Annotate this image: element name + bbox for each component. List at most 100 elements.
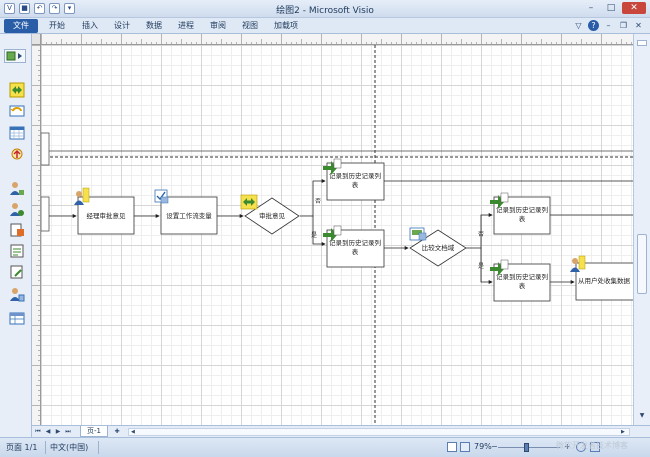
shape-approval-decision-label: 审批意见: [259, 211, 286, 220]
user-data-shape-icon[interactable]: [9, 286, 25, 302]
pan-zoom-icon[interactable]: [590, 442, 600, 452]
shape-log-history-3[interactable]: [493, 196, 551, 235]
full-screen-icon[interactable]: [447, 442, 457, 452]
split-handle[interactable]: [637, 40, 647, 46]
shape-log-history-2[interactable]: [326, 229, 385, 268]
status-separator: [45, 441, 46, 454]
form-shape-icon[interactable]: [9, 243, 25, 259]
branch-label-no-2: 否: [478, 231, 484, 238]
shape-set-workflow-variable[interactable]: [160, 196, 218, 235]
page-tab-1[interactable]: 页-1: [80, 426, 108, 437]
tab-addins[interactable]: 加载项: [274, 21, 298, 30]
shape-log-history-1[interactable]: [326, 162, 385, 201]
swimlane-stub-2: [41, 196, 50, 232]
user-task-icon: [74, 187, 90, 205]
tab-data[interactable]: 数据: [146, 21, 162, 30]
tab-insert[interactable]: 插入: [82, 21, 98, 30]
shape-manager-approval-label: 经理审批意见: [87, 211, 127, 220]
expand-arrow-icon[interactable]: [27, 38, 31, 48]
maximize-icon[interactable]: □: [606, 3, 616, 13]
calendar-shape-icon[interactable]: [9, 125, 25, 141]
shape-collect-data-from-user[interactable]: [575, 262, 633, 301]
swimlane-stub-1: [41, 132, 50, 166]
tab-design[interactable]: 设计: [114, 21, 130, 30]
last-page-icon[interactable]: ⏭: [65, 428, 71, 435]
tab-view[interactable]: 视图: [242, 21, 258, 30]
visio-logo-icon: V: [4, 3, 15, 14]
shape-log-history-1-label: 记录到历史记录列表: [329, 171, 381, 189]
zoom-slider-thumb[interactable]: [524, 443, 529, 452]
title-bar: V ■ ↶ ↷ ▾ 绘图2 - Microsoft Visio – □ ✕: [0, 0, 650, 18]
connector-compare-no[interactable]: [466, 213, 493, 249]
document-shape-icon[interactable]: [9, 222, 25, 238]
branch-label-yes-1: 是: [311, 232, 317, 239]
connector-decision-no[interactable]: [300, 179, 326, 217]
presentation-mode-icon[interactable]: [460, 442, 470, 452]
status-language[interactable]: 中文(中国): [50, 443, 89, 452]
shape-approval-decision[interactable]: [244, 197, 300, 235]
ruler-corner: [32, 34, 41, 45]
shape-log-history-4[interactable]: [493, 263, 551, 302]
log-history-4-icon: [490, 259, 509, 276]
save-icon[interactable]: ■: [19, 3, 30, 14]
horizontal-scrollbar[interactable]: ◀ ▶: [128, 428, 630, 436]
prev-page-icon[interactable]: ◀: [45, 428, 51, 435]
email-shape-icon[interactable]: [9, 264, 25, 280]
insert-page-icon[interactable]: ✚: [114, 428, 120, 435]
watermark-text: 微软开发者技术博客: [556, 441, 628, 450]
two-way-arrow-icon: [240, 194, 258, 210]
vertical-ruler: [32, 45, 41, 425]
zoom-out-icon[interactable]: −: [491, 442, 498, 451]
sync-shape-icon[interactable]: [9, 146, 25, 162]
log-history-1-icon: [323, 158, 342, 175]
page-tab-bar: ⏮ ◀ ▶ ⏭ 页-1 ✚ ◀ ▶: [32, 425, 650, 437]
next-page-icon[interactable]: ▶: [55, 428, 61, 435]
scroll-left-icon[interactable]: ◀: [131, 429, 135, 435]
zoom-level[interactable]: 79%: [474, 442, 492, 451]
log-history-2-icon: [323, 225, 342, 242]
ribbon-tab-bar: 文件 开始 插入 设计 数据 进程 审阅 视图 加载项 ▽ ? – ❐ ✕: [0, 18, 650, 34]
collect-data-icon: [570, 255, 586, 272]
status-bar: 页面 1/1 中文(中国) 79% − +: [0, 437, 650, 457]
zoom-in-icon[interactable]: +: [564, 442, 571, 451]
shape-set-workflow-variable-label: 设置工作流变量: [166, 211, 212, 220]
scroll-right-icon[interactable]: ▶: [621, 429, 625, 435]
workflow-variable-icon: [154, 189, 169, 204]
log-history-3-icon: [490, 192, 509, 209]
user-approve-shape-icon[interactable]: [9, 201, 25, 217]
user-task-shape-icon[interactable]: [9, 180, 25, 196]
ribbon-right-controls: ▽ ? – ❐ ✕: [573, 20, 644, 31]
shape-manager-approval[interactable]: [77, 196, 135, 235]
two-way-arrow-shape-icon[interactable]: [9, 82, 25, 98]
doc-close-icon[interactable]: ✕: [635, 21, 642, 30]
minimize-icon[interactable]: –: [588, 3, 594, 13]
doc-minimize-icon[interactable]: –: [606, 21, 611, 30]
tab-review[interactable]: 审阅: [210, 21, 226, 30]
tab-home[interactable]: 开始: [49, 21, 65, 30]
zoom-slider[interactable]: [498, 447, 560, 448]
expand-shapes-button[interactable]: [4, 49, 26, 63]
connector-decision-yes[interactable]: [312, 216, 326, 246]
connector-compare-yes[interactable]: [480, 248, 493, 284]
redo-icon[interactable]: ↷: [49, 3, 60, 14]
minimize-ribbon-icon[interactable]: ▽: [575, 21, 582, 30]
vertical-scroll-thumb[interactable]: [637, 234, 647, 294]
drawing-canvas[interactable]: 经理审批意见 设置工作流变量 审批意见 记录到历史记录列表 记录到历史记录列表 …: [41, 45, 633, 425]
tab-file[interactable]: 文件: [4, 19, 38, 33]
scroll-down-icon[interactable]: ▼: [639, 412, 645, 419]
tab-process[interactable]: 进程: [178, 21, 194, 30]
first-page-icon[interactable]: ⏮: [35, 428, 41, 435]
shape-compare-document-field-label: 比较文档域: [422, 243, 455, 252]
undo-icon[interactable]: ↶: [34, 3, 45, 14]
table-shape-icon[interactable]: [9, 310, 25, 326]
quick-access-toolbar: V ■ ↶ ↷ ▾: [4, 3, 75, 14]
customize-qat-icon[interactable]: ▾: [64, 3, 75, 14]
status-page-number[interactable]: 页面 1/1: [6, 443, 38, 452]
loop-shape-icon[interactable]: [9, 103, 25, 119]
shape-log-history-2-label: 记录到历史记录列表: [329, 238, 381, 256]
vertical-scrollbar[interactable]: ▼: [633, 34, 650, 425]
fit-page-icon[interactable]: [576, 442, 586, 452]
close-icon[interactable]: ✕: [622, 2, 646, 14]
help-icon[interactable]: ?: [588, 20, 599, 31]
doc-restore-icon[interactable]: ❐: [619, 21, 628, 30]
